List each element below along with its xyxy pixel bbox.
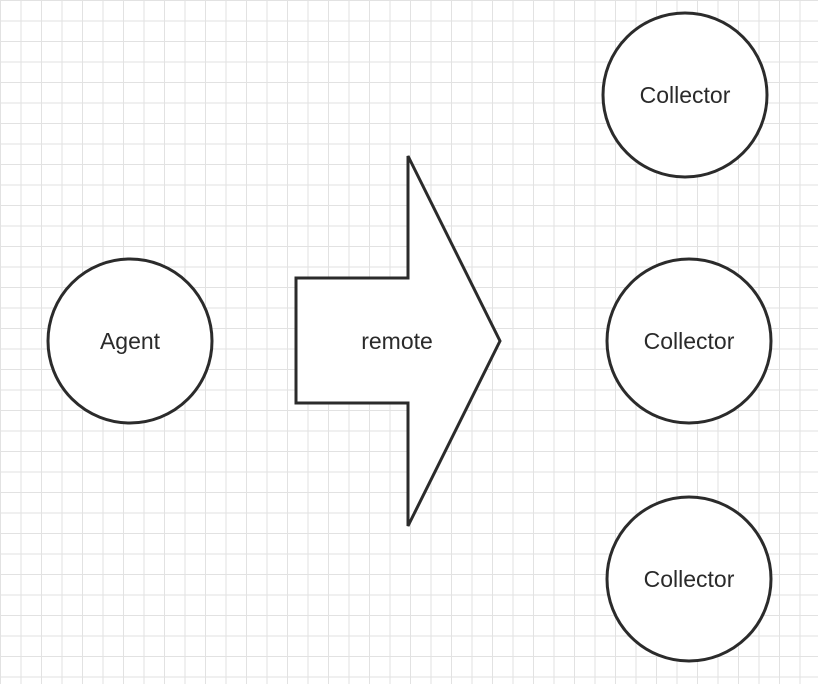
arrow-label: remote [361,328,433,354]
collector-label-3: Collector [644,566,735,592]
agent-node[interactable]: Agent [46,257,214,425]
collector-circle-1 [601,11,769,179]
collector-node-3[interactable]: Collector [605,495,773,663]
collector-circle-3 [605,495,773,663]
remote-arrow[interactable]: remote [294,155,502,527]
agent-label: Agent [100,328,161,354]
collector-node-1[interactable]: Collector [601,11,769,179]
arrow-shape [294,155,502,527]
collector-circle-2 [605,257,773,425]
agent-circle [46,257,214,425]
collector-label-2: Collector [644,328,735,354]
collector-node-2[interactable]: Collector [605,257,773,425]
collector-label-1: Collector [640,82,731,108]
